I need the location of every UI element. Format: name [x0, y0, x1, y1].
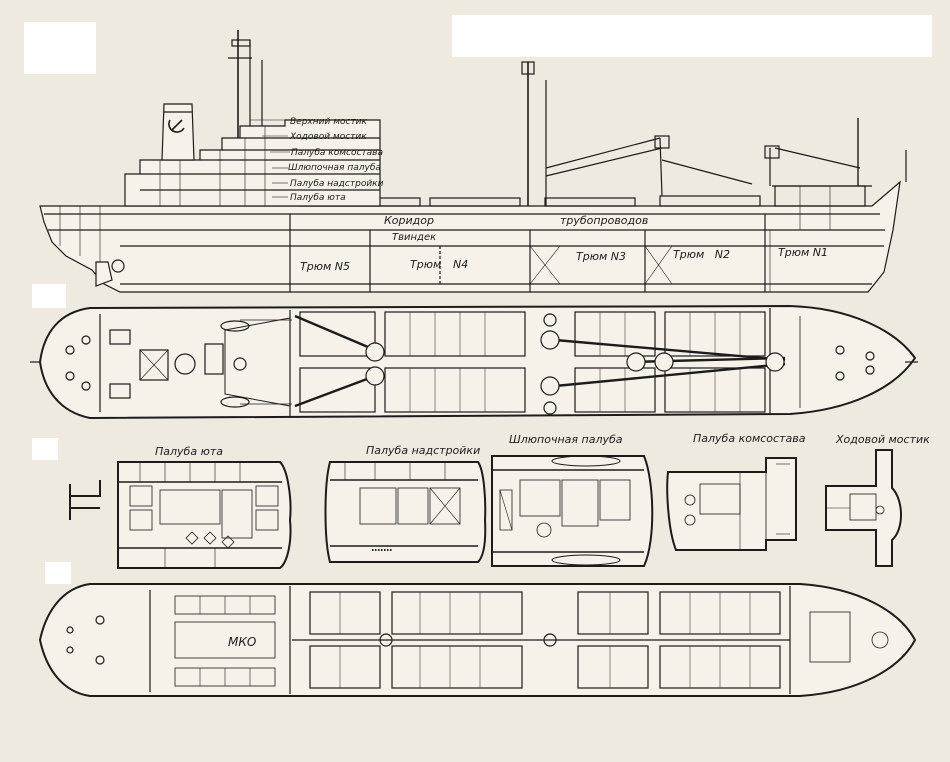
hammer-sickle-icon — [168, 119, 185, 133]
deck-label-superstructure-deck: Палуба надстройки — [290, 179, 384, 189]
upper-deck-outline — [38, 304, 917, 420]
blank-patch-left-2 — [32, 438, 58, 460]
hold-4-label: Трюм — [410, 258, 441, 271]
profile-view — [39, 30, 907, 293]
blank-patch-left-3 — [45, 562, 71, 584]
profile-hull — [39, 180, 901, 293]
superstructure-deck-plan — [324, 461, 487, 563]
deck-label-poop-deck: Палуба юта — [290, 193, 346, 203]
hold-3-label: Трюм N3 — [576, 250, 626, 263]
blank-patch-top-right — [452, 15, 932, 57]
hold-4-number-label: N4 — [453, 258, 468, 271]
blank-patch-top-left — [24, 22, 96, 74]
blank-patch-left-1 — [32, 284, 66, 308]
upper-deck-plan — [30, 304, 918, 420]
hold-5-label: Трюм N5 — [300, 260, 350, 273]
poop-deck-plan — [69, 461, 292, 569]
deck-plans-row — [69, 449, 902, 569]
lower-deck-plan — [38, 583, 917, 697]
plan-title-superstructure-deck: Палуба надстройки — [366, 444, 480, 457]
plan-title-officers-deck: Палуба комсостава — [693, 432, 806, 445]
deck-label-upper-bridge: Верхний мостик — [290, 117, 368, 127]
plan-title-navigation-bridge: Ходовой мостик — [835, 433, 930, 446]
hold-1-label: Трюм N1 — [778, 246, 828, 259]
corridor-label: Коридор — [384, 214, 434, 227]
deck-label-navigation-bridge: Ходовой мостик — [289, 132, 367, 142]
hold-2-label: Трюм N2 — [673, 248, 730, 261]
plan-title-boat-deck: Шлюпочная палуба — [509, 433, 623, 446]
deck-label-boat-deck: Шлюпочная палуба — [288, 163, 381, 173]
profile-superstructure — [124, 119, 381, 207]
tweendeck-label: Твиндек — [392, 232, 436, 243]
engine-room-label: МКО — [228, 635, 256, 649]
deck-label-officers-deck: Палуба комсостава — [291, 148, 383, 158]
boat-deck-plan — [491, 455, 654, 567]
navigation-bridge-plan — [825, 449, 902, 567]
plan-title-poop-deck: Палуба юта — [155, 445, 223, 458]
officers-deck-plan — [666, 457, 797, 551]
pipes-label: трубопроводов — [560, 214, 648, 227]
